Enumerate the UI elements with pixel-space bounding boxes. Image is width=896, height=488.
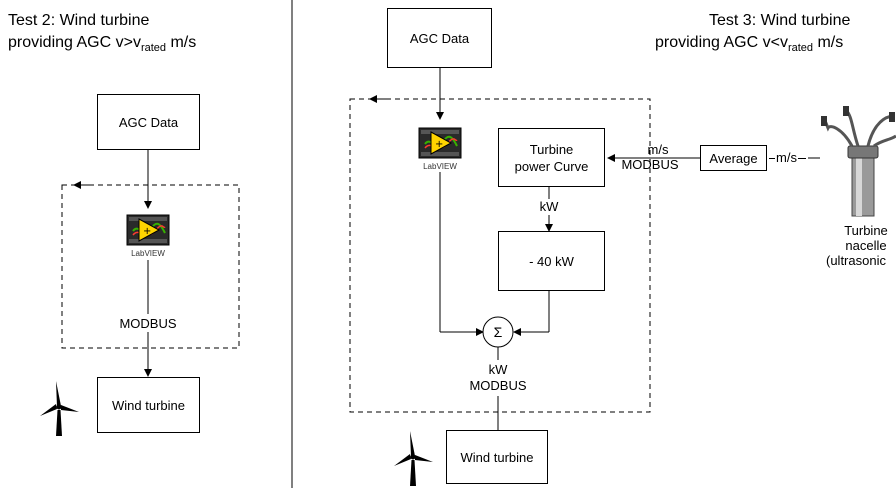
kw-output-label: kW <box>478 362 518 378</box>
turbine-power-curve-box: Turbine power Curve <box>498 128 605 187</box>
minus-40kw-box: - 40 kW <box>498 231 605 291</box>
right-title-line2: providing AGC v<vrated m/s <box>655 32 843 59</box>
svg-text:+: + <box>143 226 151 237</box>
ms-sensor-label: m/s <box>767 150 808 166</box>
average-box: Average <box>700 145 767 171</box>
left-wind-turbine-box: Wind turbine <box>97 377 200 433</box>
left-title-line1: Test 2: Wind turbine <box>8 12 150 29</box>
left-labview-label: LabVIEW <box>131 249 165 258</box>
right-wind-turbine-icon <box>394 431 433 486</box>
nacelle-label-line2: nacelle <box>845 238 887 253</box>
left-title-sub: rated <box>140 42 167 55</box>
right-labview-icon: + LabVIEW <box>417 124 463 174</box>
left-modbus-label: MODBUS <box>108 316 188 332</box>
right-title-main: providing AGC v<v <box>655 34 788 51</box>
right-wind-turbine-box: Wind turbine <box>446 430 548 484</box>
modbus-output-label: MODBUS <box>463 378 533 394</box>
right-labview-label: LabVIEW <box>423 162 457 171</box>
left-wind-turbine-icon <box>40 381 79 436</box>
nacelle-label-line1: Turbine <box>844 223 888 238</box>
right-title-line1: Test 3: Wind turbine <box>709 12 851 29</box>
left-title-main: providing AGC v>v <box>8 34 141 51</box>
power-curve-line2: power Curve <box>514 158 589 174</box>
left-agc-data-box: AGC Data <box>97 94 200 150</box>
left-control-boundary <box>61 184 240 349</box>
right-title-sub: rated <box>787 42 814 55</box>
svg-text:+: + <box>435 139 443 150</box>
nacelle-label-line3: (ultrasonic <box>826 253 886 268</box>
ms-input-label: m/s <box>647 142 669 157</box>
kw-label: kW <box>529 199 569 215</box>
left-labview-icon: + LabVIEW <box>125 211 171 261</box>
sum-symbol: Σ <box>493 324 503 340</box>
modbus-input-label: MODBUS <box>621 157 679 172</box>
right-title-end: m/s <box>813 34 844 51</box>
left-title-line2: providing AGC v>vrated m/s <box>8 32 196 59</box>
ultrasonic-anemometer-icon <box>821 106 896 217</box>
left-title-end: m/s <box>166 34 197 51</box>
right-agc-data-box: AGC Data <box>387 8 492 68</box>
power-curve-line1: Turbine <box>529 141 574 157</box>
ms-sensor-label-text: m/s <box>776 150 797 165</box>
